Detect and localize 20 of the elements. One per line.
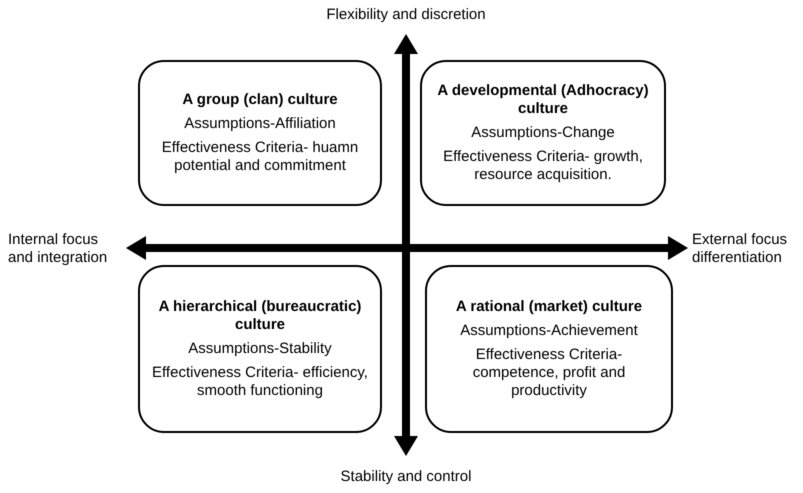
culture-heading: A hierarchical (bureaucratic) culture — [158, 298, 362, 334]
culture-box — [138, 265, 382, 433]
assumptions-text: Assumptions-Affiliation — [184, 115, 336, 133]
effectiveness-text: Effectiveness Criteria- competence, profit and productivity — [472, 346, 626, 400]
axis-label: Flexibility and discretion — [325, 6, 487, 24]
culture-heading: A group (clan) culture — [182, 91, 338, 109]
culture-heading: A rational (market) culture — [456, 298, 642, 316]
assumptions-text: Assumptions-Stability — [188, 340, 332, 358]
effectiveness-text: Effectiveness Criteria- efficiency, smooth functioning — [151, 364, 369, 400]
culture-box — [425, 265, 673, 433]
assumptions-text: Assumptions-Change — [471, 124, 615, 142]
culture-box — [138, 60, 382, 206]
effectiveness-text: Effectiveness Criteria- huamn potential and commitment — [160, 139, 360, 175]
axis-label: Internal focus and integration — [8, 231, 108, 267]
culture-box — [420, 60, 666, 206]
axis-label: Stability and control — [340, 468, 472, 486]
assumptions-text: Assumptions-Achievement — [460, 322, 638, 340]
culture-heading: A developmental (Adhocracy) culture — [436, 82, 650, 118]
axis-label: External focus differentiation — [692, 231, 788, 267]
effectiveness-text: Effectiveness Criteria- growth, resource acquisition. — [442, 148, 644, 184]
